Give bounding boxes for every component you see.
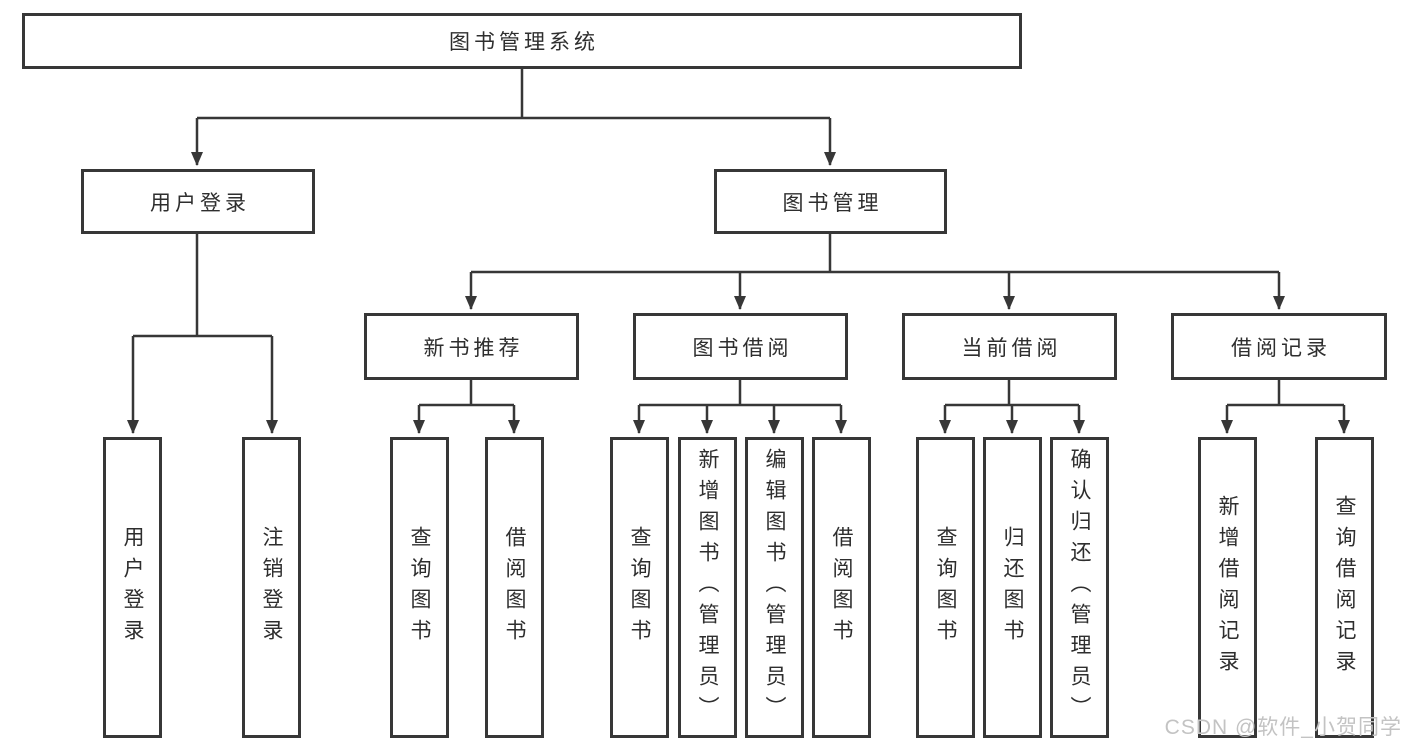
leaf-bb-edit-book-admin-label: 编辑图书（管理员） (763, 448, 786, 727)
node-user-login-label: 用户登录 (150, 191, 250, 215)
leaf-cb-confirm-return-admin: 确认归还（管理员） (1050, 437, 1109, 738)
node-root-label: 图书管理系统 (449, 31, 599, 54)
connector-trunks (133, 69, 1344, 407)
node-new-book-recommend-label: 新书推荐 (423, 336, 524, 360)
node-current-borrow: 当前借阅 (902, 313, 1117, 380)
leaf-br-query-record-label: 查询借阅记录 (1333, 494, 1356, 681)
leaf-user-login: 用户登录 (103, 437, 162, 738)
leaf-cb-return-books-label: 归还图书 (1001, 525, 1024, 650)
node-book-management-label: 图书管理 (782, 191, 883, 215)
leaf-br-query-record: 查询借阅记录 (1315, 437, 1374, 738)
node-borrow-records-label: 借阅记录 (1231, 336, 1331, 360)
leaf-bb-add-book-admin: 新增图书（管理员） (678, 437, 737, 738)
leaf-bb-borrow-books: 借阅图书 (812, 437, 871, 738)
leaf-bb-query-books-label: 查询图书 (628, 525, 651, 650)
leaf-logout: 注销登录 (242, 437, 301, 738)
leaf-nbr-borrow-books: 借阅图书 (485, 437, 544, 738)
leaf-bb-query-books: 查询图书 (610, 437, 669, 738)
node-root: 图书管理系统 (22, 13, 1022, 69)
node-book-borrow-label: 图书借阅 (692, 336, 793, 360)
leaf-logout-label: 注销登录 (260, 525, 283, 650)
leaf-br-add-record: 新增借阅记录 (1198, 437, 1257, 738)
leaf-nbr-query-books: 查询图书 (390, 437, 449, 738)
node-book-borrow: 图书借阅 (633, 313, 848, 380)
leaf-cb-return-books: 归还图书 (983, 437, 1042, 738)
csdn-watermark: CSDN @软件_小贺同学 (1164, 716, 1402, 739)
node-user-login: 用户登录 (81, 169, 315, 234)
leaf-bb-edit-book-admin: 编辑图书（管理员） (745, 437, 804, 738)
leaf-bb-borrow-books-label: 借阅图书 (830, 525, 853, 650)
leaf-cb-query-books-label: 查询图书 (934, 525, 957, 650)
leaf-cb-query-books: 查询图书 (916, 437, 975, 738)
leaf-bb-add-book-admin-label: 新增图书（管理员） (696, 448, 719, 727)
leaf-br-add-record-label: 新增借阅记录 (1216, 494, 1239, 681)
node-book-management: 图书管理 (714, 169, 947, 234)
leaf-user-login-label: 用户登录 (121, 525, 144, 650)
node-current-borrow-label: 当前借阅 (961, 336, 1062, 360)
leaf-cb-confirm-return-admin-label: 确认归还（管理员） (1068, 448, 1091, 727)
node-borrow-records: 借阅记录 (1171, 313, 1387, 380)
leaf-nbr-borrow-books-label: 借阅图书 (503, 525, 526, 650)
node-new-book-recommend: 新书推荐 (364, 313, 579, 380)
leaf-nbr-query-books-label: 查询图书 (408, 525, 431, 650)
